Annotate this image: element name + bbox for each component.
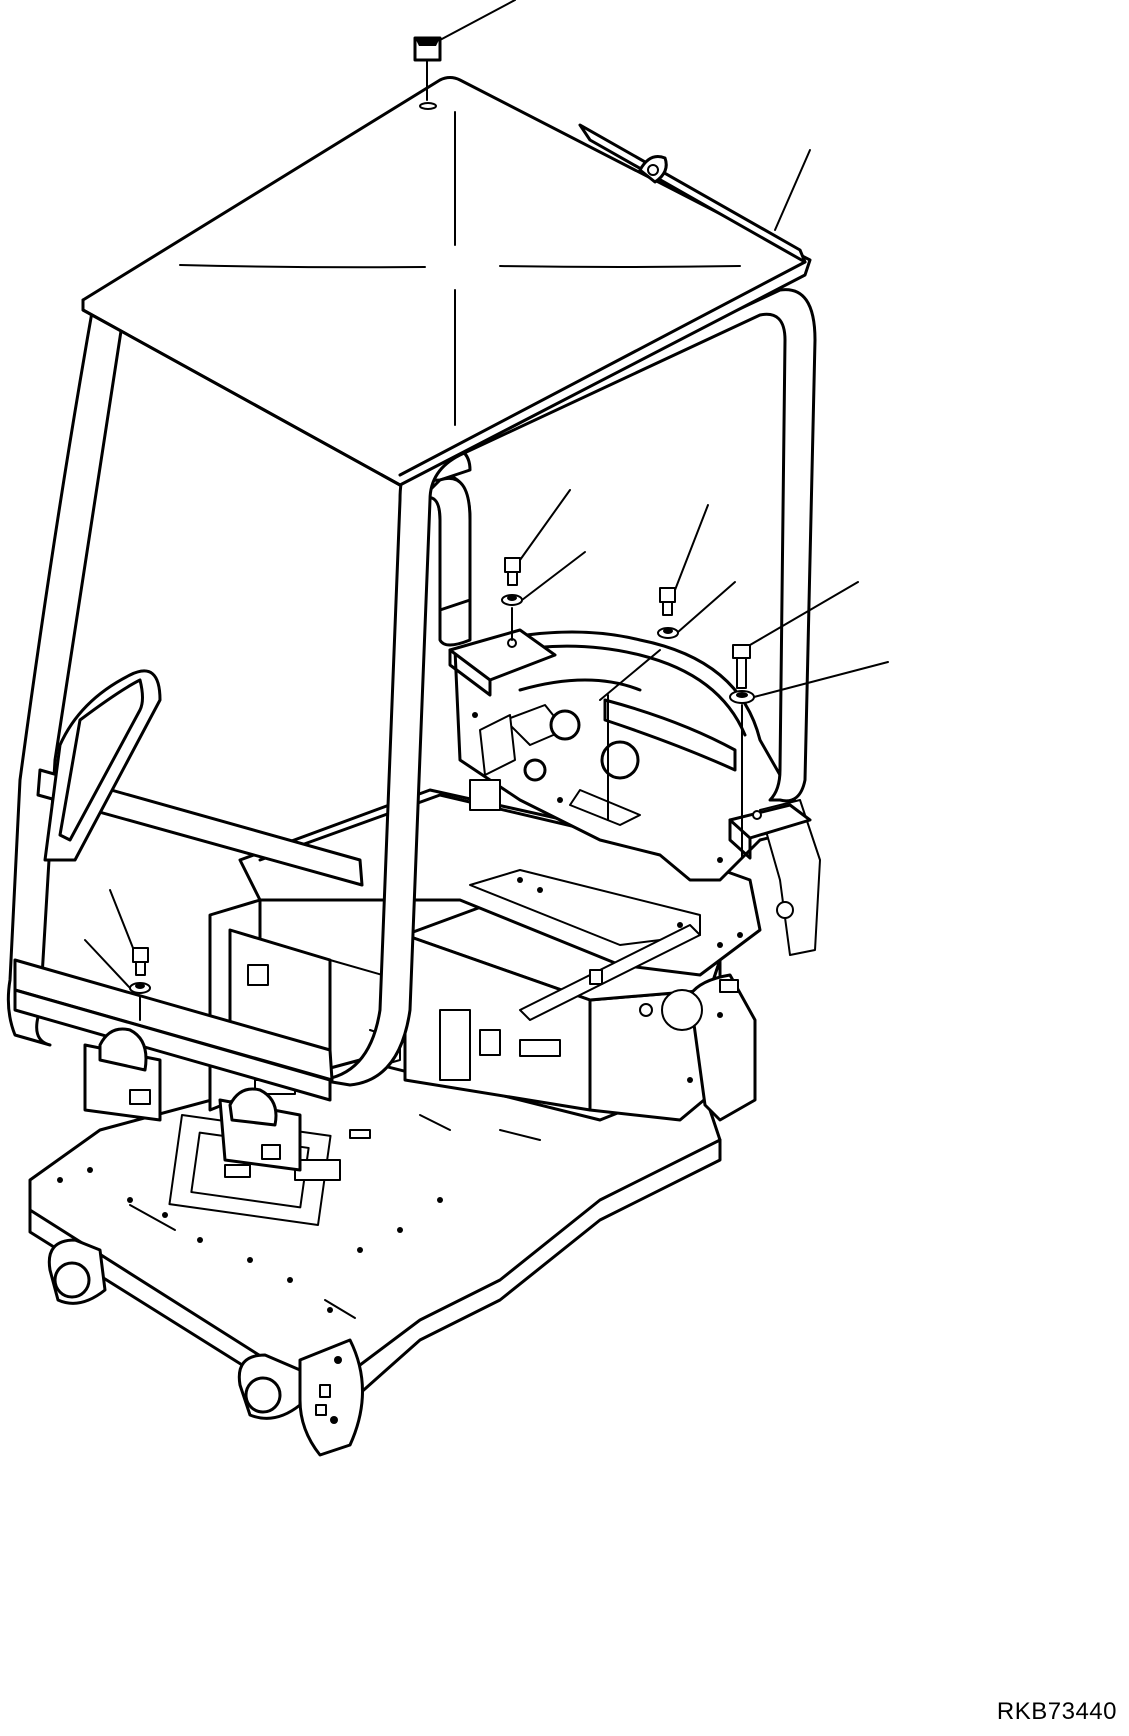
figure-reference-code: RKB73440 (996, 1698, 1117, 1725)
rear-mount-pad-left (448, 628, 557, 697)
rops-frame-front-hoop (318, 288, 817, 1087)
front-pivot-right (237, 1338, 364, 1457)
rops-front-base-mounts (83, 1027, 302, 1172)
rear-right-bolt (729, 581, 889, 859)
upper-deck (238, 788, 762, 1031)
canopy-roof (81, 76, 812, 487)
roof-nut (413, 0, 516, 101)
rear-mount-pad-right (728, 803, 812, 860)
rops-side-rails (13, 669, 364, 1102)
callout-leaders (599, 149, 811, 701)
rear-center-bolt (607, 504, 736, 821)
front-bolt (84, 889, 151, 1021)
rear-support-frame (453, 630, 821, 956)
front-pivot-left (47, 1238, 107, 1305)
right-gusset (687, 973, 757, 1122)
rear-left-bolt (501, 489, 586, 641)
